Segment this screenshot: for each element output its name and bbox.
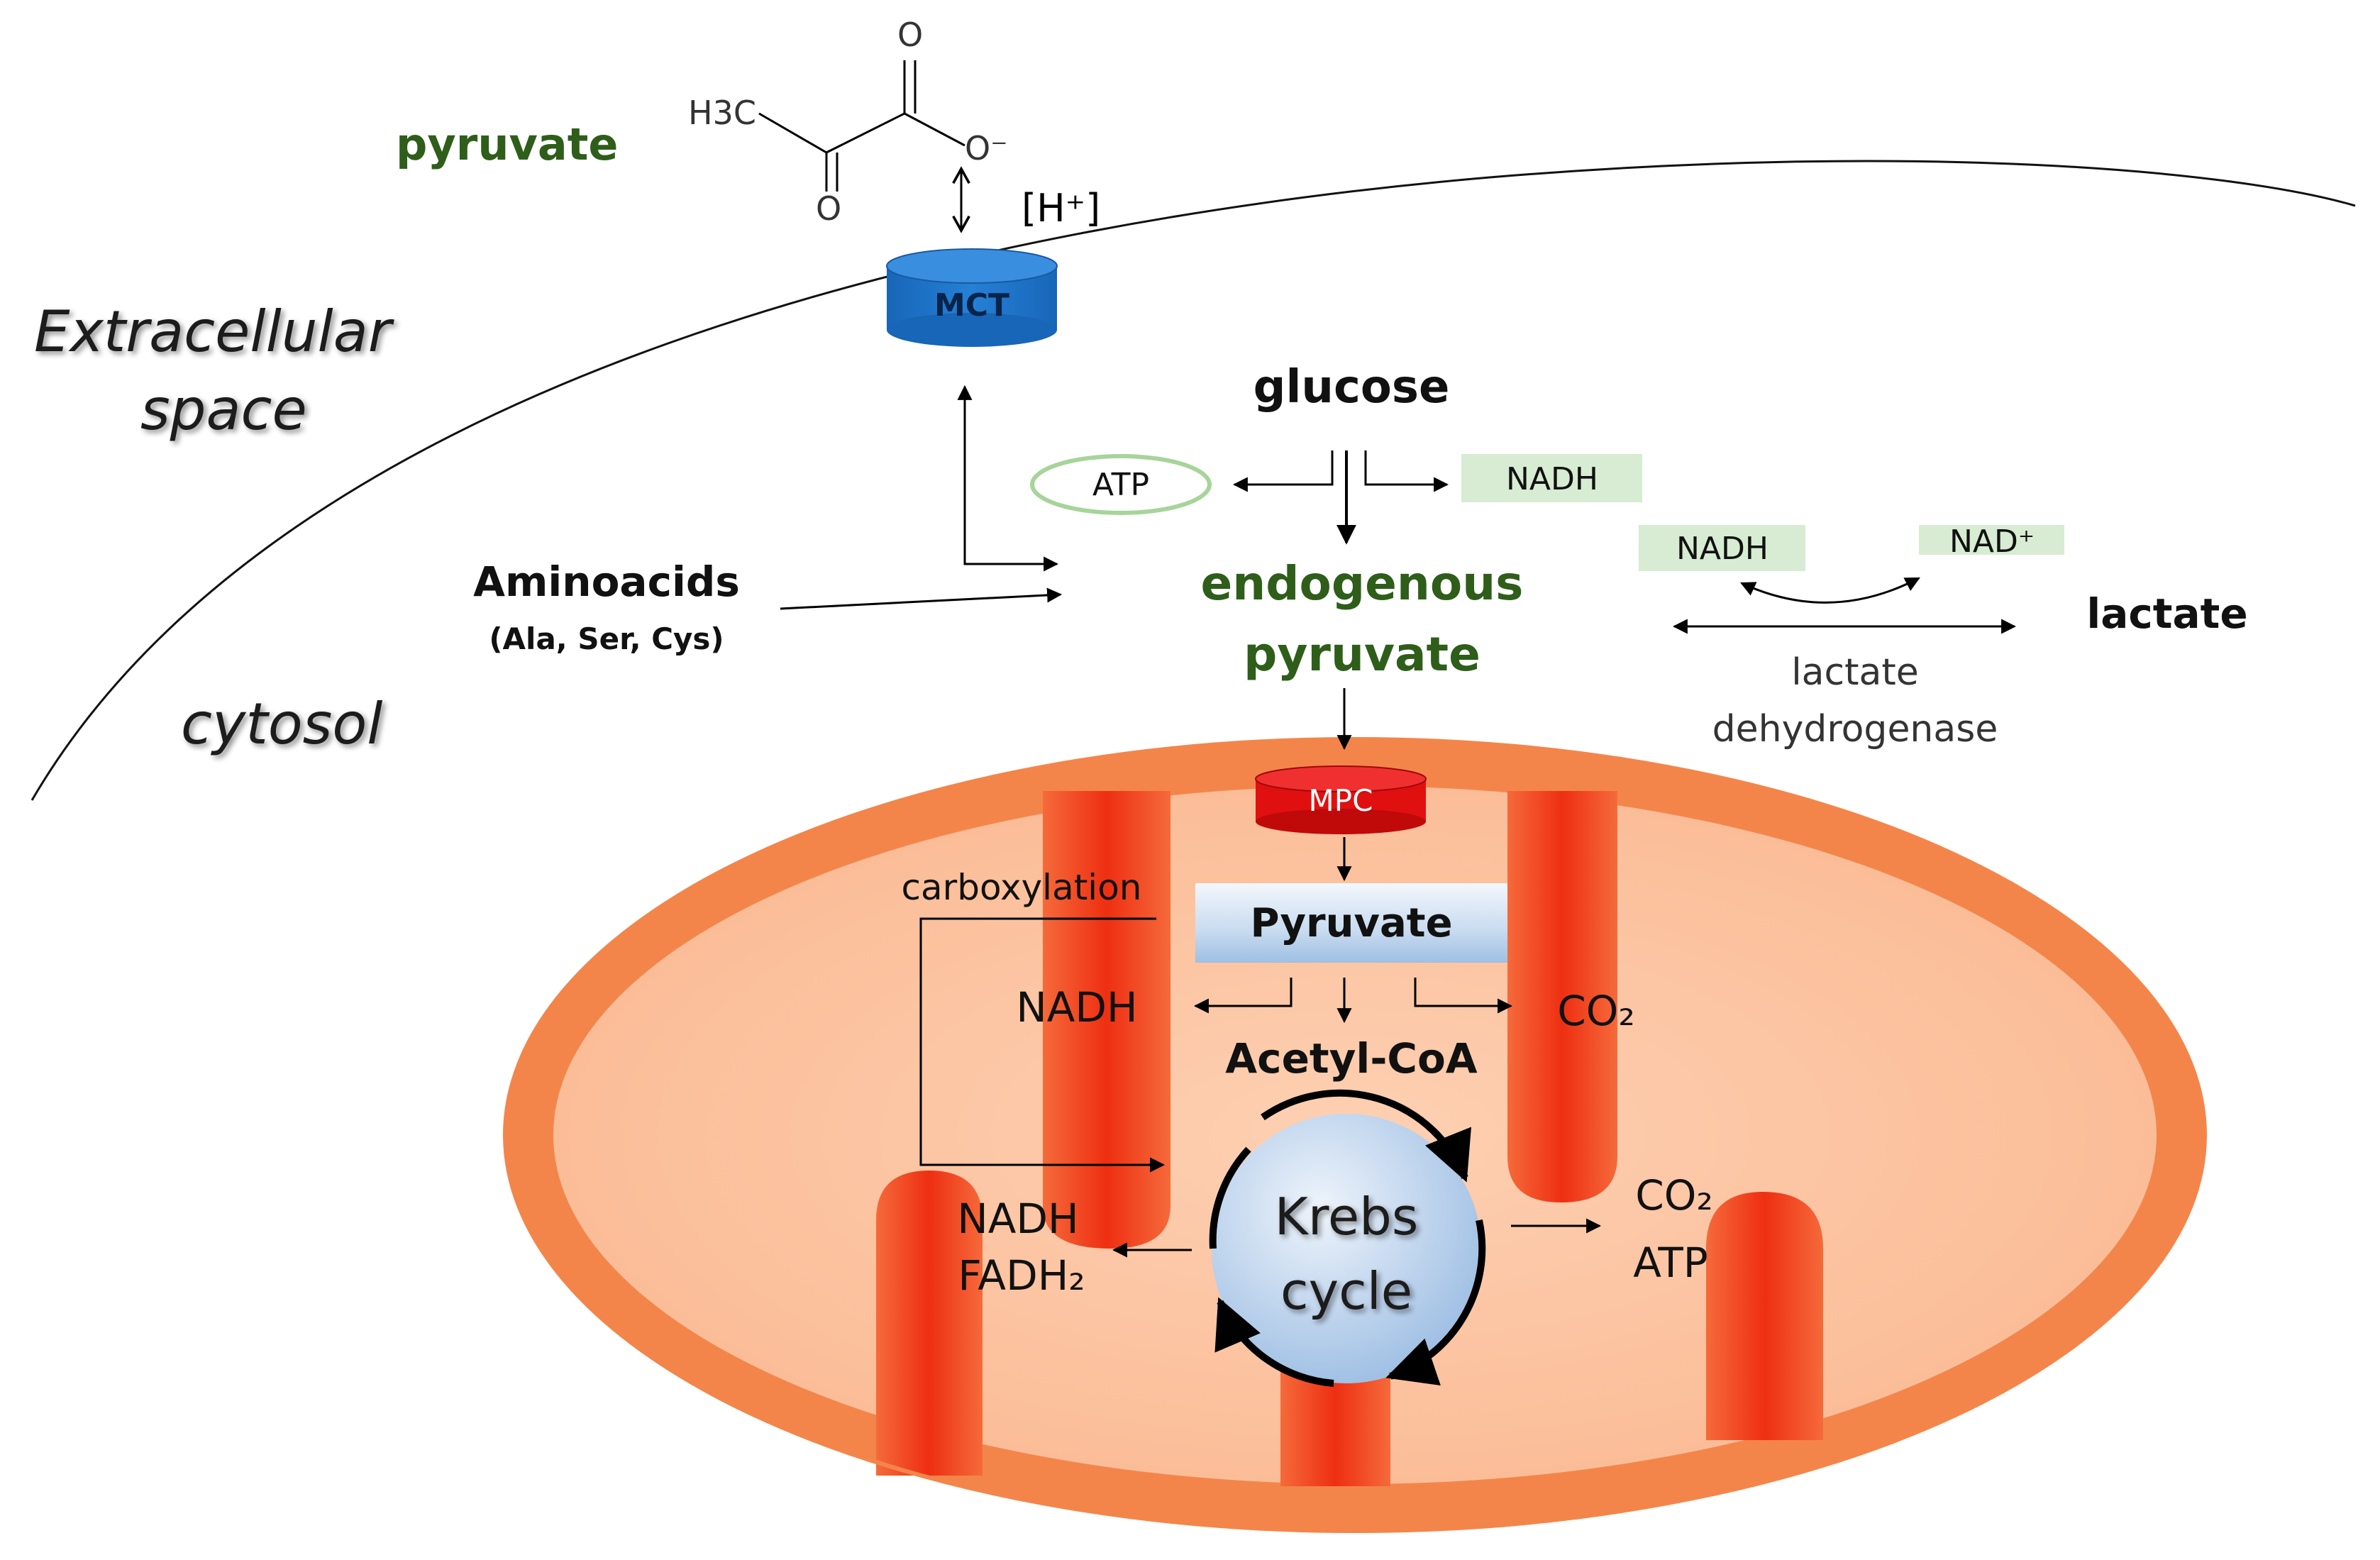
o-bottom-label: O (816, 189, 841, 228)
nadh-ldh-box (1639, 525, 1805, 571)
ldh-label-2: dehydrogenase (1712, 708, 1998, 751)
extracellular-label-2: space (140, 377, 307, 443)
pyruvate-structure (758, 60, 965, 192)
proton-label: [H⁺] (1022, 186, 1100, 231)
carboxylation-arrow (919, 917, 1166, 1173)
crista-lower-left (876, 1171, 983, 1476)
mpc-transporter: MPC (1255, 765, 1427, 834)
mct-transporter: MCT (886, 248, 1058, 347)
glucose-atp-branch (1232, 450, 1334, 492)
extracellular-label-1: Extracellular (34, 299, 395, 365)
glucose-label: glucose (1253, 361, 1450, 414)
cell-membrane (31, 160, 2356, 801)
pdh-nadh-branch (1193, 978, 1293, 1014)
h3c-label: H3C (688, 94, 756, 132)
krebs-atp-label: ATP (1633, 1239, 1708, 1287)
crista-upper-left (1043, 791, 1170, 1249)
ldh-label-1: lactate (1791, 651, 1919, 694)
nad-plus-box (1919, 525, 2064, 555)
o-minus-label: O⁻ (965, 129, 1008, 167)
mct-endogenous-arrow (957, 385, 1059, 572)
lactate-label: lactate (2086, 590, 2247, 638)
endogenous-label-1: endogenous (1201, 556, 1524, 611)
carboxylation-label: carboxylation (902, 867, 1142, 908)
mpc-label: MPC (1309, 783, 1373, 818)
krebs-label-1: Krebs (1275, 1187, 1419, 1246)
nad-plus-label: NAD⁺ (1949, 524, 2035, 560)
pyruvate-extracellular-label: pyruvate (396, 118, 618, 170)
crista-lower-right (1706, 1192, 1823, 1440)
acetyl-coa-label: Acetyl-CoA (1225, 1034, 1478, 1083)
mito-pyruvate-box (1195, 883, 1507, 963)
krebs-nadh-label: NADH (957, 1195, 1078, 1243)
nadh-ldh-label: NADH (1676, 531, 1769, 567)
mito-edge-overlay (503, 737, 2207, 1533)
o-top-label: O (897, 16, 923, 54)
glucose-nadh-branch (1364, 450, 1449, 492)
pdh-co2-branch (1414, 978, 1513, 1014)
aminoacids-arrow (780, 587, 1063, 610)
pdh-co2-label: CO₂ (1557, 987, 1634, 1035)
krebs-fadh2-label: FADH₂ (958, 1251, 1085, 1300)
aminoacids-label: Aminoacids (473, 558, 740, 606)
crista-upper-right (1507, 791, 1617, 1202)
atp-glycolysis-label: ATP (1092, 467, 1149, 503)
endogenous-label-2: pyruvate (1244, 627, 1480, 682)
mct-label: MCT (934, 287, 1009, 323)
cytosol-label: cytosol (181, 691, 383, 757)
mito-pyruvate-label: Pyruvate (1250, 900, 1452, 946)
nadh-nad-curve-arrow (1740, 577, 1920, 604)
krebs-label-2: cycle (1280, 1261, 1412, 1321)
pdh-nadh-label: NADH (1016, 983, 1137, 1031)
nadh-glycolysis-label: NADH (1506, 461, 1598, 497)
krebs-cycle (1209, 1089, 1486, 1387)
nadh-glycolysis-box (1461, 454, 1642, 502)
aminoacids-sub-label: (Ala, Ser, Cys) (489, 621, 724, 656)
krebs-co2-label: CO₂ (1635, 1171, 1712, 1219)
